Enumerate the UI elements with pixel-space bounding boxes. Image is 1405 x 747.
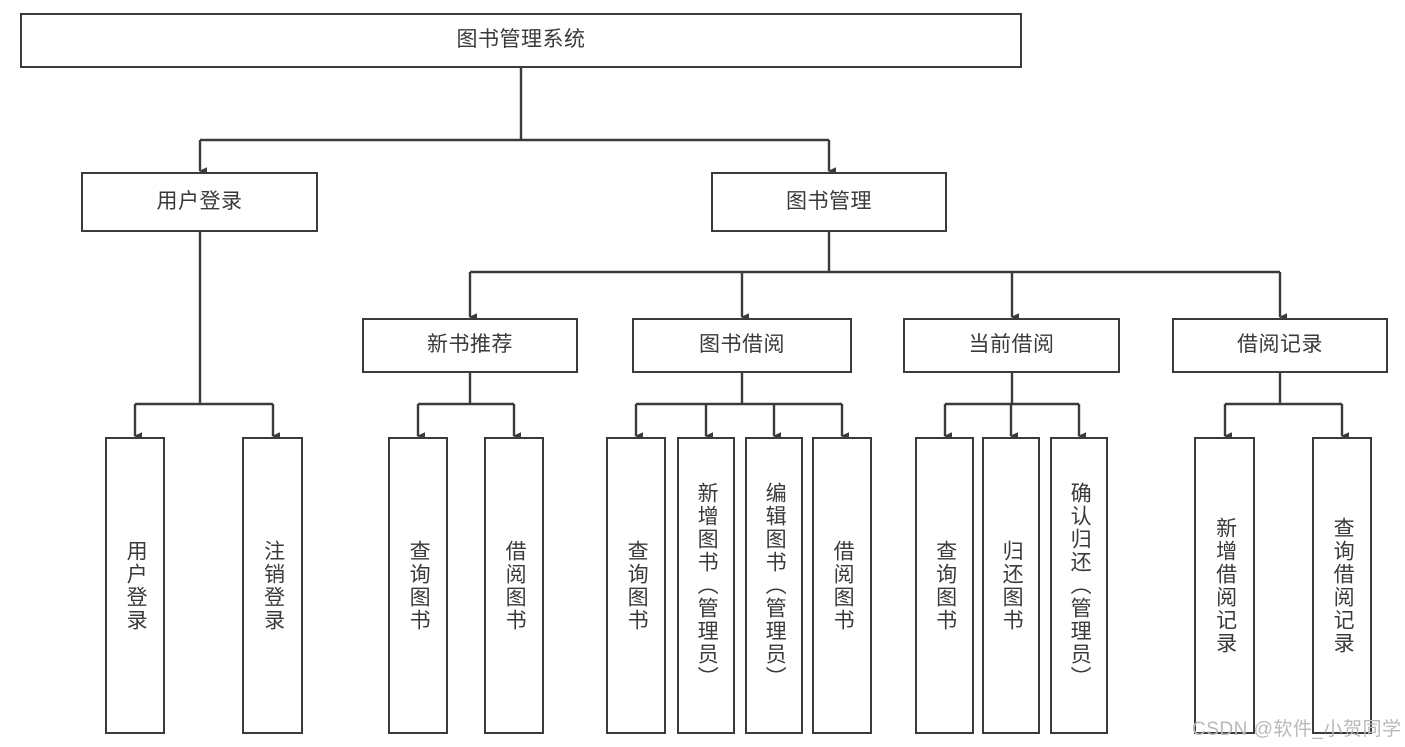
node-login-1[interactable]: 用户登录 [105, 437, 165, 734]
node-label: 新增图书（管理员） [695, 482, 719, 689]
node-label: 查询图书 [625, 539, 649, 632]
node-root[interactable]: 图书管理系统 [20, 13, 1022, 68]
node-login-2[interactable]: 注销登录 [242, 437, 303, 734]
watermark: CSDN @软件_小贺同学 [1192, 719, 1402, 740]
node-records-2[interactable]: 查询借阅记录 [1312, 437, 1372, 734]
node-label: 新增借阅记录 [1213, 516, 1237, 655]
node-current-1[interactable]: 查询图书 [915, 437, 974, 734]
edge-group [133, 68, 1350, 440]
node-label: 图书管理系统 [456, 28, 586, 52]
node-label: 归还图书 [1000, 539, 1024, 632]
node-label: 编辑图书（管理员） [763, 482, 787, 689]
node-login[interactable]: 用户登录 [81, 172, 318, 232]
node-current-2[interactable]: 归还图书 [982, 437, 1040, 734]
node-label: 图书管理 [786, 189, 872, 213]
node-label: 查询借阅记录 [1331, 516, 1355, 655]
node-borrow-4[interactable]: 借阅图书 [812, 437, 872, 734]
node-label: 借阅记录 [1237, 333, 1323, 357]
node-label: 借阅图书 [503, 539, 527, 632]
node-borrow-3[interactable]: 编辑图书（管理员） [745, 437, 803, 734]
node-bookmgmt[interactable]: 图书管理 [711, 172, 947, 232]
node-label: 查询图书 [407, 539, 431, 632]
node-records-1[interactable]: 新增借阅记录 [1194, 437, 1255, 734]
node-borrow-1[interactable]: 查询图书 [606, 437, 666, 734]
node-label: 注销登录 [261, 539, 285, 632]
node-label: 确认归还（管理员） [1068, 482, 1092, 689]
node-borrow-2[interactable]: 新增图书（管理员） [677, 437, 735, 734]
node-newbook-2[interactable]: 借阅图书 [484, 437, 544, 734]
node-label: 图书借阅 [699, 333, 785, 357]
node-label: 用户登录 [124, 539, 148, 632]
node-records[interactable]: 借阅记录 [1172, 318, 1388, 373]
node-label: 新书推荐 [427, 333, 513, 357]
node-label: 借阅图书 [831, 539, 855, 632]
node-label: 当前借阅 [968, 333, 1055, 357]
node-current-3[interactable]: 确认归还（管理员） [1050, 437, 1108, 734]
node-borrow[interactable]: 图书借阅 [632, 318, 852, 373]
node-label: 查询图书 [933, 539, 957, 632]
node-newbook-1[interactable]: 查询图书 [388, 437, 448, 734]
node-newbook[interactable]: 新书推荐 [362, 318, 578, 373]
node-label: 用户登录 [156, 189, 243, 213]
node-current[interactable]: 当前借阅 [903, 318, 1120, 373]
